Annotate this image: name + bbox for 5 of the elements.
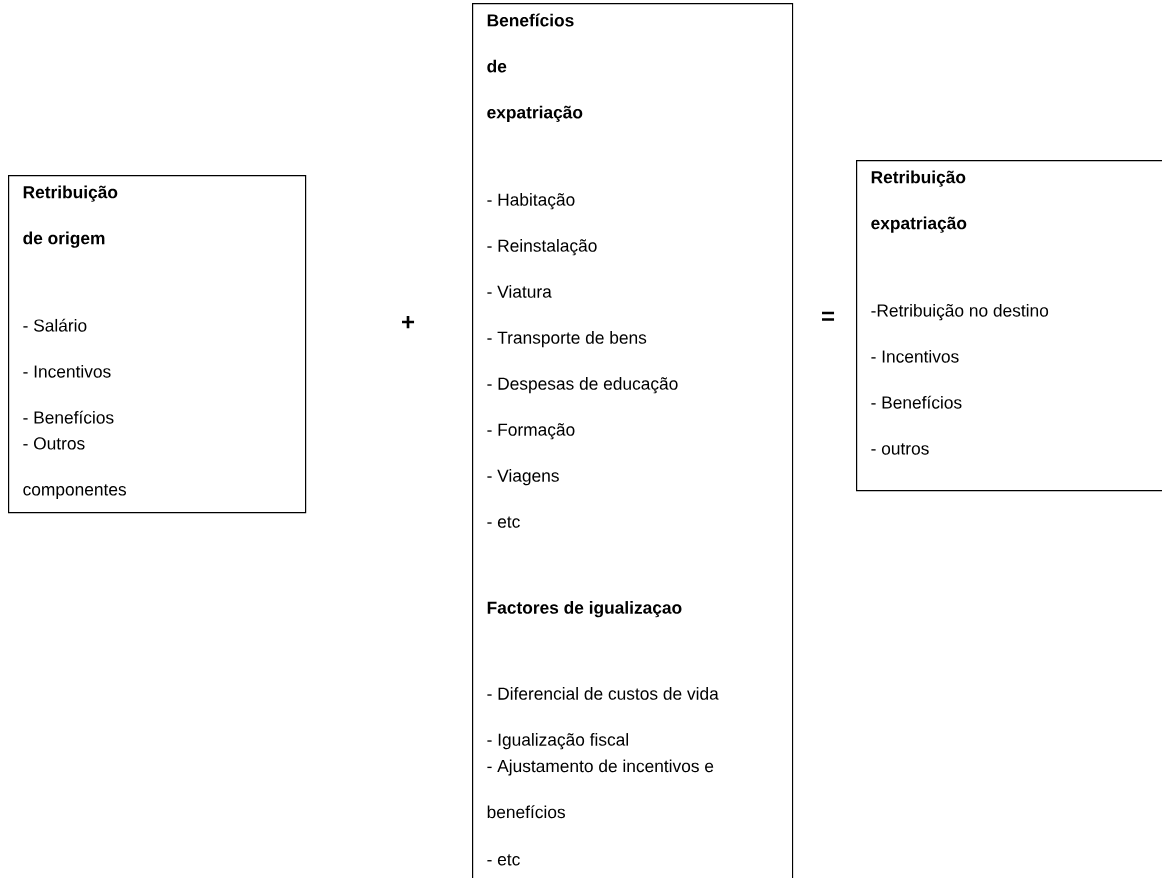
- list-box: Retribuição de origem - Salário - Incentivos - Benefícios - Outros componentes: [8, 175, 307, 514]
- operator-sign: =: [822, 311, 835, 321]
- operator-sign: +: [402, 315, 415, 329]
- list-box: Benefícios de expatriação - Habitação - Reinstalação - Viatura - Transporte de bens - Despesas de educação - Formação - Viagens - etc Factores de igualizaçao - Diferencial de custos de vida - Igualização fiscal - Ajustamento de incentivos e benefícios - etc: [472, 3, 794, 878]
- list-box: Retribuição expatriação -Retribuição no destino - Incentivos - Benefícios - outros: [856, 160, 1162, 492]
